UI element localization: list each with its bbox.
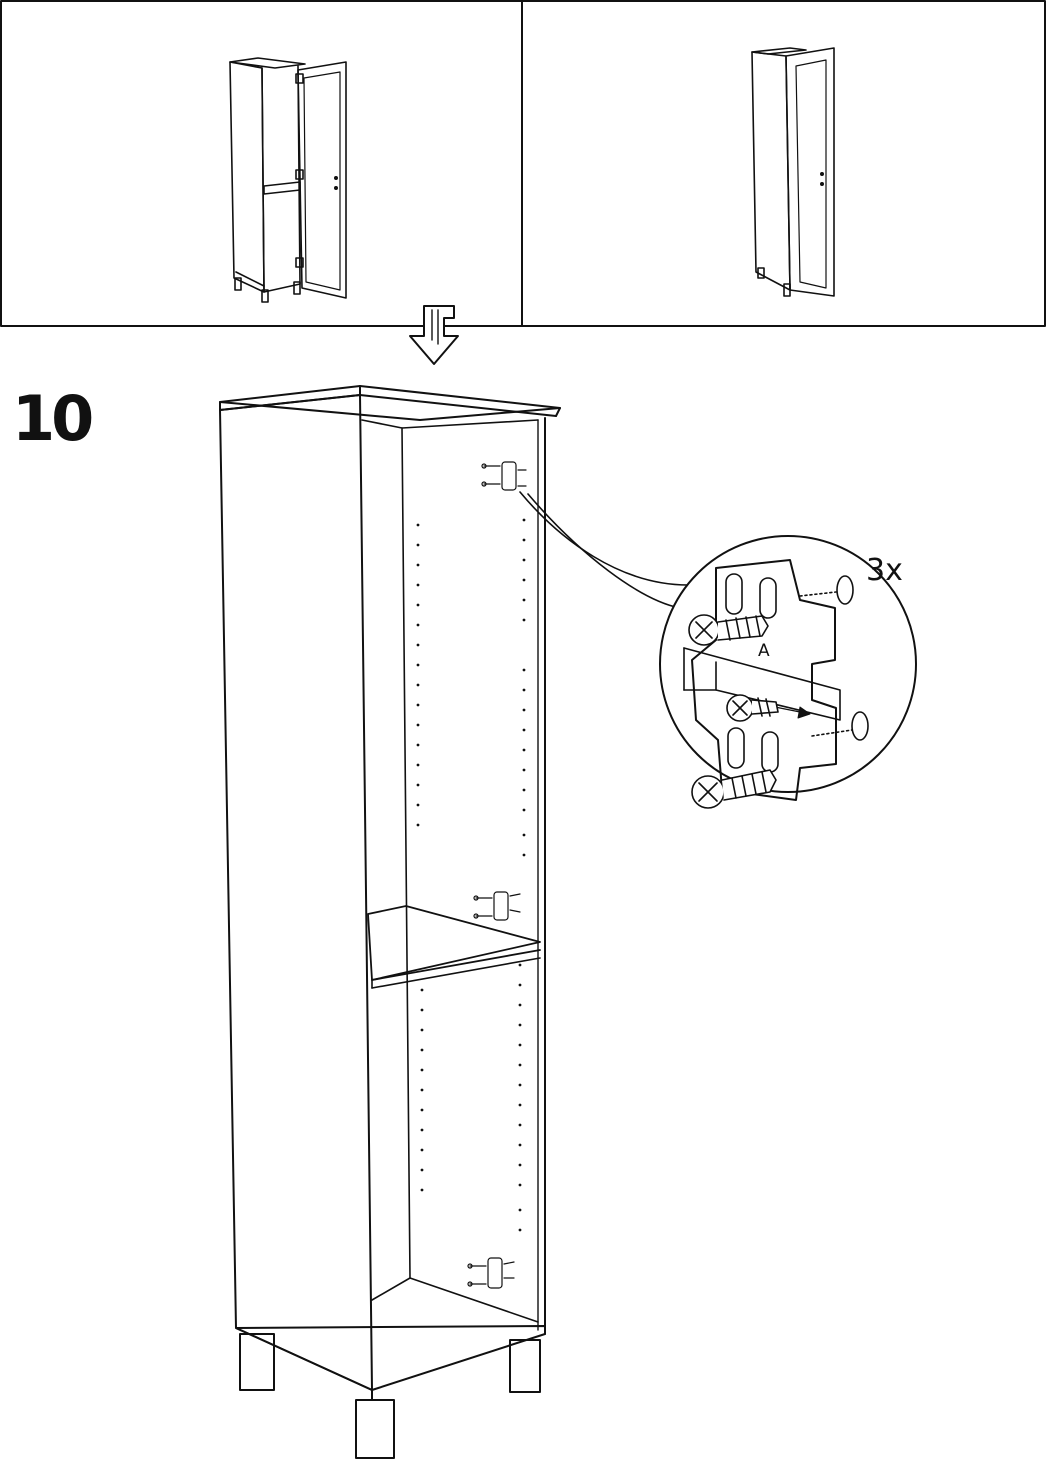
- hinge-plate-middle: [474, 892, 520, 920]
- step-number: 10: [12, 388, 90, 450]
- quantity-label: 3x: [866, 556, 903, 586]
- hinge-plate-top: [482, 462, 526, 490]
- part-label: A: [758, 643, 770, 660]
- shelf-peg-holes: [417, 519, 526, 1232]
- hollow-down-arrow-icon: [410, 306, 458, 364]
- hinge-plate-bottom: [468, 1258, 514, 1288]
- overview-frame: [1, 1, 1045, 326]
- cabinet-closed-door-thumbnail: [752, 48, 834, 296]
- cabinet-open-door-thumbnail: [230, 58, 346, 302]
- cabinet-main-illustration: [220, 386, 688, 1458]
